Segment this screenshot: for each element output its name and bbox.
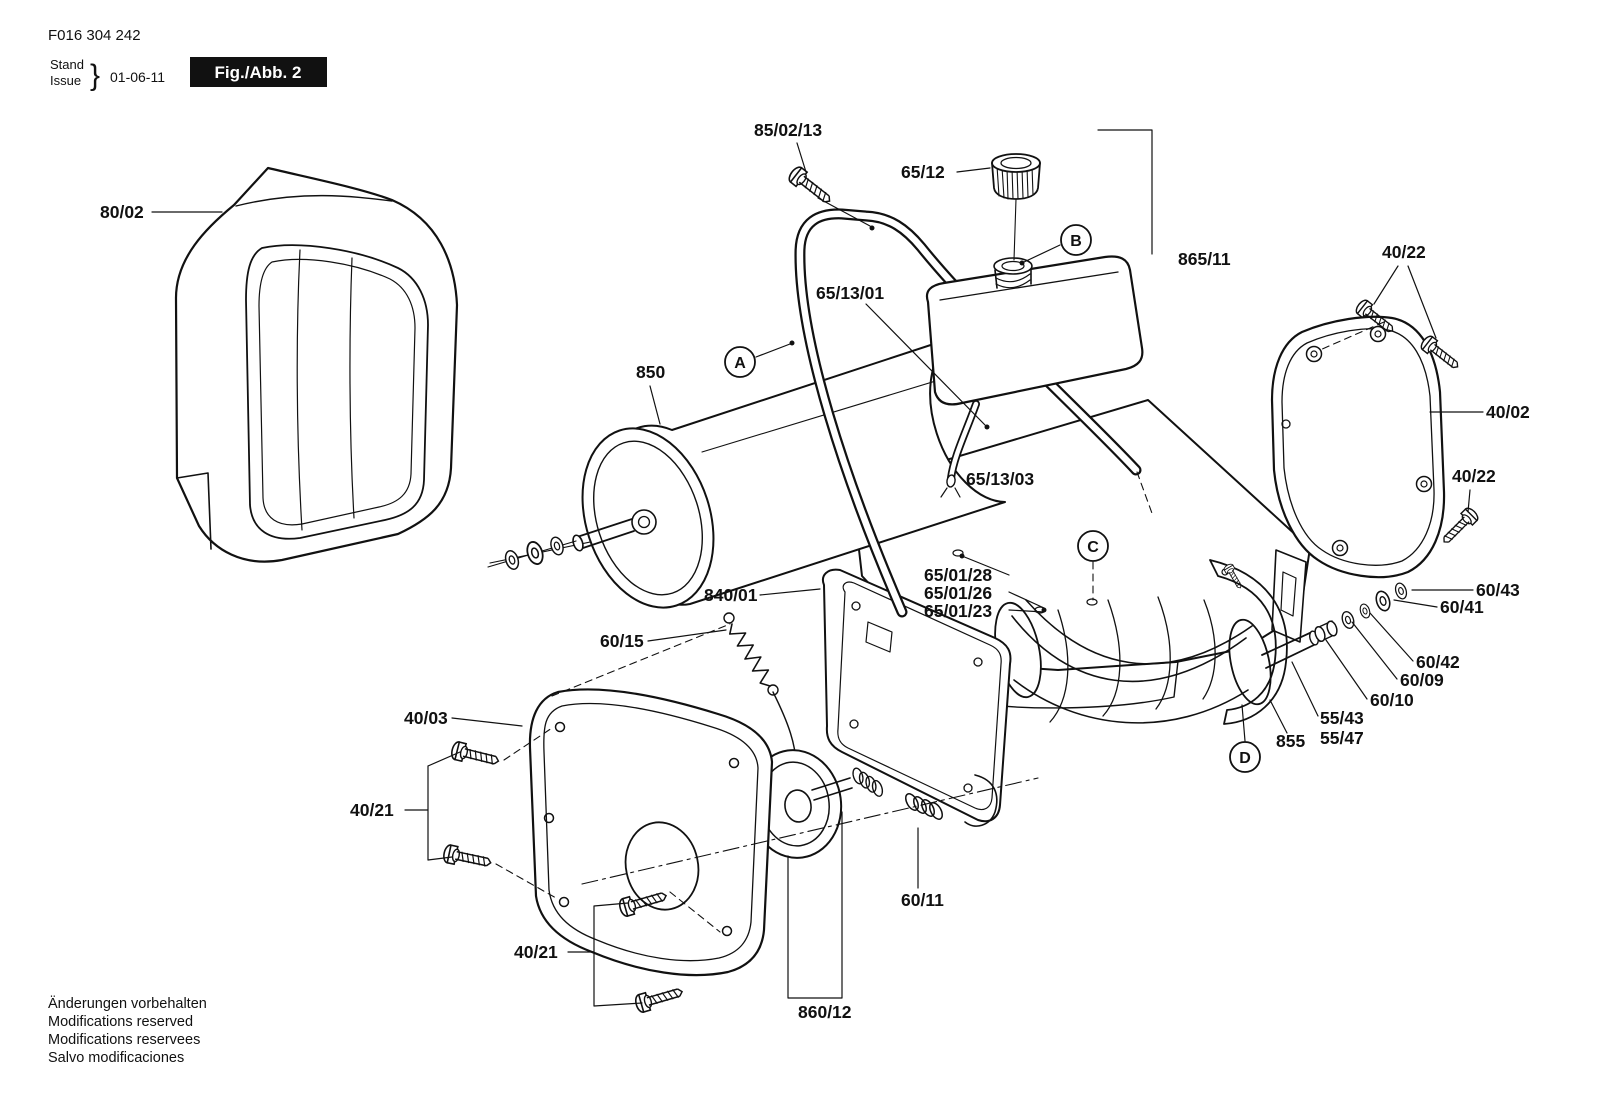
footer-line-de: Änderungen vorbehalten [48,995,207,1012]
part-label-60-43: 60/43 [1476,580,1520,600]
part-label-40-21-left: 40/21 [350,800,394,820]
marker-c: C [1087,539,1099,556]
part-label-65-01-28: 65/01/28 [924,565,992,585]
mounting-plate-drawing [822,568,1012,827]
stand-label: Stand [50,57,84,72]
grass-bag-drawing [174,166,459,563]
document-part-number: F016 304 242 [48,27,141,44]
part-label-80-02: 80/02 [100,202,144,222]
brace-glyph: } [90,59,100,92]
chassis-bracket [1271,549,1307,643]
latch-hook [964,774,998,827]
figure-badge [190,57,327,87]
figure-label: Fig./Abb. 2 [215,63,302,82]
marker-b: B [1070,233,1082,250]
fuel-cap [991,153,1041,200]
part-label-60-10: 60/10 [1370,690,1414,710]
part-label-40-22-right: 40/22 [1452,466,1496,486]
part-label-65-13-01: 65/13/01 [816,283,884,303]
tension-spring [728,623,771,687]
part-labels: 80/02 85/02/13 65/12 865/11 40/22 40/02 … [100,120,1530,1022]
part-label-865-11: 865/11 [1178,249,1231,269]
part-label-855: 855 [1276,731,1305,751]
part-label-65-13-03: 65/13/03 [966,469,1034,489]
exploded-view-drawing: 80/02 85/02/13 65/12 865/11 40/22 40/02 … [100,120,1530,1022]
part-label-60-15: 60/15 [600,631,644,651]
spacer-60-10 [1314,620,1338,643]
roller-drawing [487,337,1006,609]
part-label-65-01-26: 65/01/26 [924,583,992,603]
part-label-860-12: 860/12 [798,1002,852,1022]
part-label-60-09: 60/09 [1400,670,1444,690]
part-label-60-11: 60/11 [901,890,944,910]
fasteners [441,163,1481,1015]
right-side-plate-drawing [1270,315,1446,579]
leader-lines [151,129,1484,1007]
part-label-840-01: 840/01 [704,585,758,605]
part-label-60-42: 60/42 [1416,652,1460,672]
frame-arm [1209,559,1288,725]
part-label-55-43: 55/43 [1320,708,1364,728]
part-label-60-41: 60/41 [1440,597,1484,617]
footer-line-fr: Modifications reservees [48,1032,200,1048]
part-label-40-22-top: 40/22 [1382,242,1426,262]
part-label-65-01-23: 65/01/23 [924,601,992,621]
axle-hole [624,821,700,911]
part-label-85-02-13: 85/02/13 [754,120,822,140]
issue-date: 01-06-11 [110,69,165,85]
part-label-40-21-bottom: 40/21 [514,942,558,962]
footer-line-en: Modifications reserved [48,1014,193,1030]
left-side-plate-drawing [528,688,774,977]
roller-shaft [576,518,635,550]
marker-a: A [734,355,746,372]
header: F016 304 242 Stand Issue } 01-06-11 Fig.… [48,27,327,92]
part-label-40-03: 40/03 [404,708,448,728]
issue-label: Issue [50,73,81,88]
footer-line-es: Salvo modificaciones [48,1050,184,1066]
part-label-55-47: 55/47 [1320,728,1364,748]
footer-notes: Änderungen vorbehalten Modifications res… [48,995,207,1066]
part-label-65-12: 65/12 [901,162,945,182]
marker-d: D [1239,750,1251,767]
fuel-hose [940,400,980,498]
reference-markers: A B C D [724,224,1261,773]
alignment-lines [495,321,1385,933]
fuel-tank-drawing [925,153,1144,498]
part-label-850: 850 [636,362,665,382]
part-label-40-02: 40/02 [1486,402,1530,422]
